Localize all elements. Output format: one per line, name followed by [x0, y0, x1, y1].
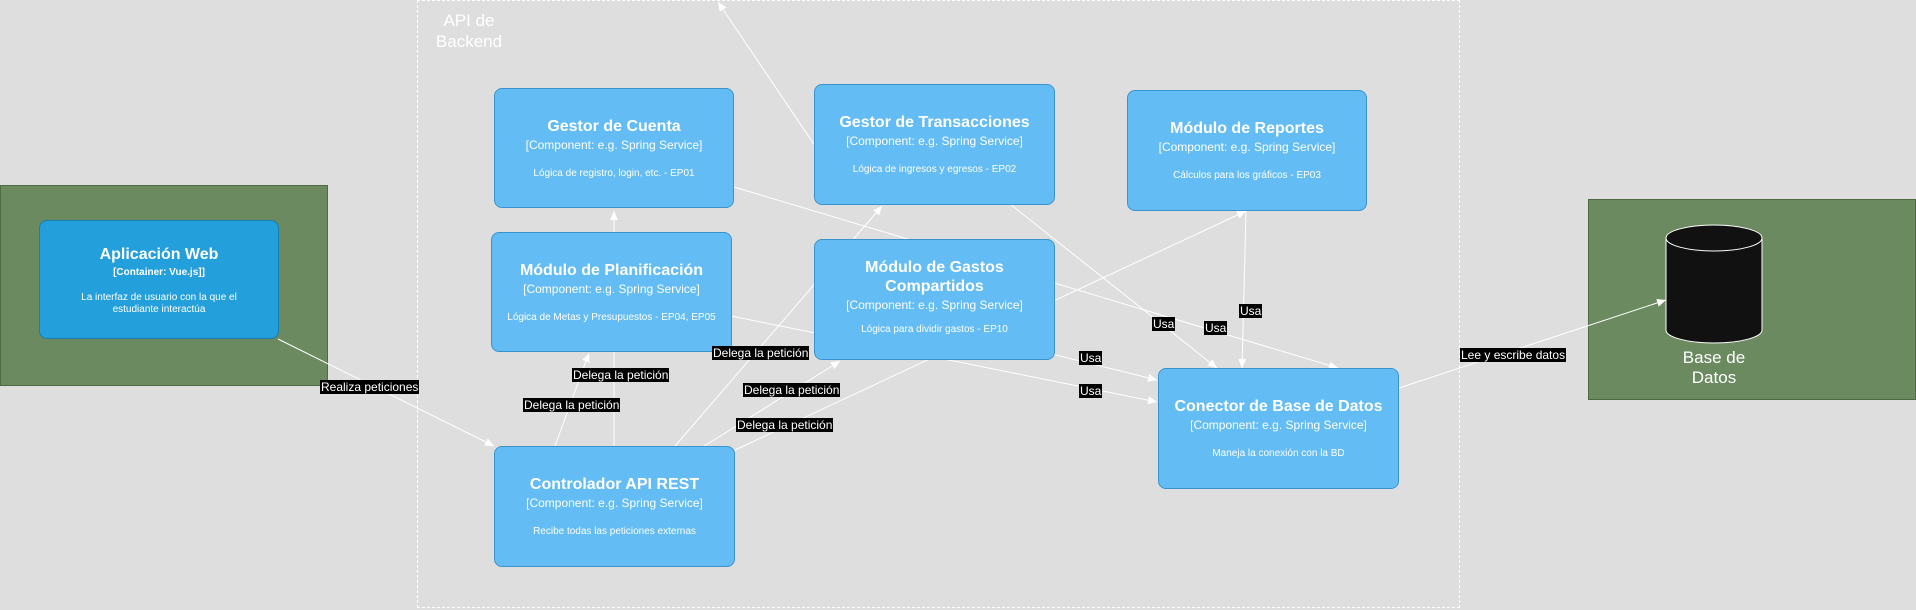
component-gestor-transacciones[interactable]: Gestor de Transacciones [Component: e.g.…	[814, 84, 1055, 205]
component-title: Módulo de Gastos Compartidos	[865, 259, 1004, 295]
component-tech: [Component: e.g. Spring Service]	[846, 134, 1023, 148]
edge-label-usa-planificacion: Usa	[1079, 351, 1103, 365]
component-description: La interfaz de usuario con la que el est…	[81, 292, 237, 315]
component-tech: [Component: e.g. Spring Service]	[523, 282, 700, 296]
api-backend-boundary	[417, 0, 1460, 608]
edge-label-realiza-peticiones: Realiza peticiones	[320, 380, 420, 394]
component-gestor-cuenta[interactable]: Gestor de Cuenta [Component: e.g. Spring…	[494, 88, 734, 208]
component-description: Lógica para dividir gastos - EP10	[861, 324, 1008, 335]
edge-label-usa-gastos: Usa	[1079, 384, 1103, 398]
component-tech: [Component: e.g. Spring Service]	[525, 138, 703, 152]
database-label-text: Base de Datos	[1682, 348, 1746, 387]
edge-transacciones-to-conector	[1009, 203, 1218, 369]
component-tech: [Component: e.g. Spring Service]	[1190, 418, 1367, 432]
edge-label-lee-escribe: Lee y escribe datos	[1460, 348, 1567, 362]
component-title: Conector de Base de Datos	[1174, 398, 1383, 415]
edge-label-usa-reportes: Usa	[1239, 304, 1263, 318]
edge-label-delega-gastos: Delega la petición	[743, 383, 841, 397]
component-tech: [Component: e.g. Spring Service]	[846, 298, 1023, 312]
component-description: Lógica de registro, login, etc. - EP01	[533, 168, 695, 179]
database-label: Base de Datos	[1664, 348, 1764, 388]
edge-label-delega-reportes: Delega la petición	[736, 418, 834, 432]
component-description: Maneja la conexión con la BD	[1212, 448, 1345, 459]
edge-label-delega-planificacion: Delega la petición	[572, 368, 670, 382]
component-modulo-planificacion[interactable]: Módulo de Planificación [Component: e.g.…	[491, 232, 732, 352]
component-title: Gestor de Transacciones	[839, 114, 1030, 131]
edge-label-delega-cuenta: Delega la petición	[523, 398, 621, 412]
component-tech: [Component: e.g. Spring Service]	[1158, 140, 1336, 154]
component-modulo-reportes[interactable]: Módulo de Reportes [Component: e.g. Spri…	[1127, 90, 1367, 211]
component-title: Aplicación Web	[99, 246, 219, 263]
component-description: Recibe todas las peticiones externas	[533, 526, 696, 537]
component-aplicacion-web[interactable]: Aplicación Web [Container: Vue.js]] La i…	[39, 220, 279, 339]
component-modulo-gastos[interactable]: Módulo de Gastos Compartidos [Component:…	[814, 239, 1055, 360]
edge-label-usa-transacciones: Usa	[1152, 317, 1176, 331]
component-description: Lógica de Metas y Presupuestos - EP04, E…	[507, 312, 716, 323]
boundary-label: API de Backend	[435, 11, 503, 51]
component-tech: [Component: e.g. Spring Service]	[526, 496, 703, 510]
database-cylinder-icon	[1665, 224, 1763, 344]
component-controlador-api[interactable]: Controlador API REST [Component: e.g. Sp…	[494, 446, 735, 567]
component-tech: [Container: Vue.js]]	[113, 267, 205, 278]
edge-label-delega-transacciones: Delega la petición	[712, 346, 810, 360]
edge-conector-to-database	[1398, 299, 1667, 389]
edge-controller-to-gastos	[689, 360, 841, 456]
component-title: Controlador API REST	[529, 476, 700, 493]
component-description: Lógica de ingresos y egresos - EP02	[852, 164, 1017, 175]
component-title: Módulo de Planificación	[519, 262, 704, 279]
component-title: Gestor de Cuenta	[547, 118, 681, 135]
edge-label-usa-cuenta: Usa	[1204, 321, 1228, 335]
component-conector-bd[interactable]: Conector de Base de Datos [Component: e.…	[1158, 368, 1399, 489]
component-title: Módulo de Reportes	[1170, 120, 1324, 137]
edge-reportes-to-conector	[1238, 210, 1247, 369]
component-description: Cálculos para los gráficos - EP03	[1173, 170, 1321, 181]
